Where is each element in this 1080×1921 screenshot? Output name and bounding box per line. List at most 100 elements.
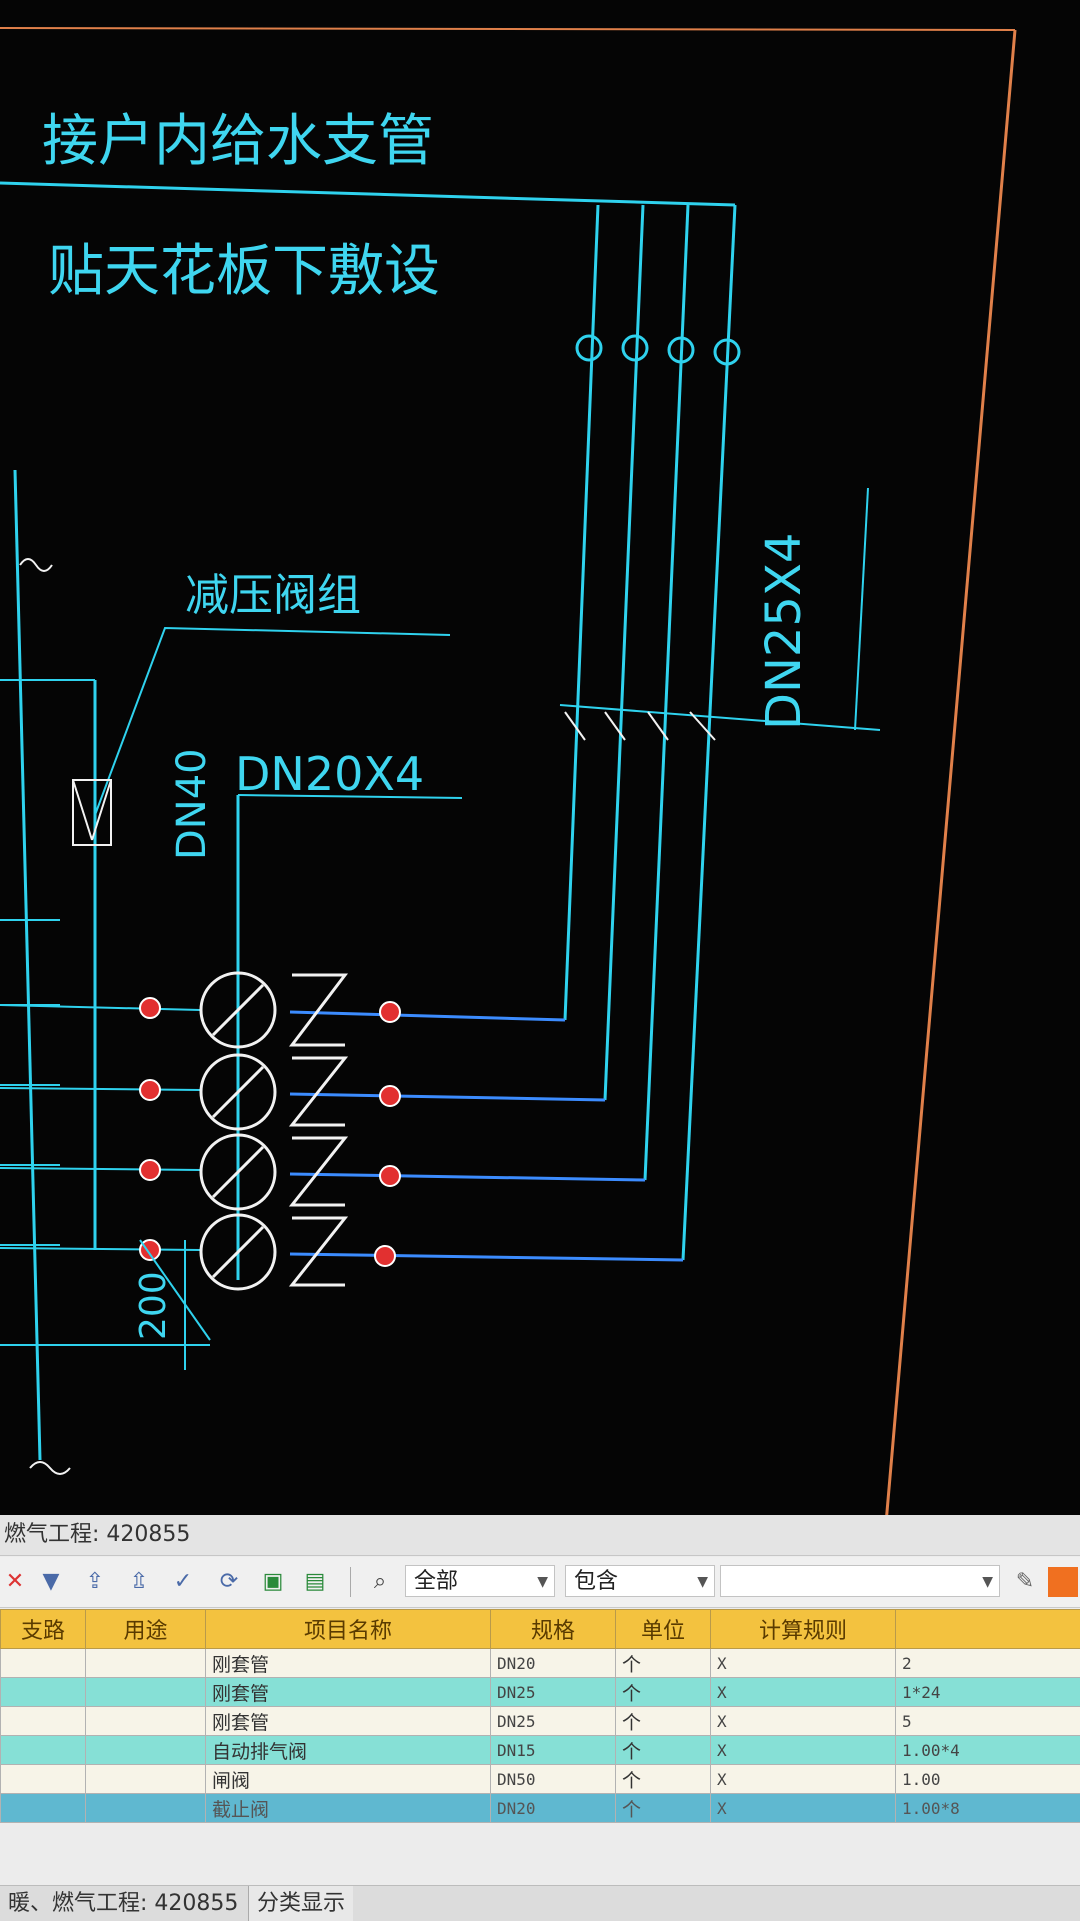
cell-branch[interactable] — [1, 1649, 86, 1678]
drawing-frame-top — [0, 28, 1015, 30]
cell-branch[interactable] — [1, 1736, 86, 1765]
toolbar: ✕ ▼ ⇪ ⇫ ✓ ⟳ ▣ ▤ ⌕ 全部 ▼ 包含 ▼ ▼ ✎ — [0, 1557, 1080, 1608]
col-header[interactable]: 规格 — [491, 1610, 616, 1649]
title-leader-line — [0, 183, 735, 205]
binoculars-icon[interactable]: ⌕ — [365, 1567, 395, 1597]
riser-circle-2 — [623, 336, 647, 360]
cell-name[interactable]: 闸阀 — [206, 1765, 491, 1794]
cell-name[interactable]: 刚套管 — [206, 1707, 491, 1736]
col-header[interactable]: 项目名称 — [206, 1610, 491, 1649]
orange-square-icon[interactable] — [1048, 1567, 1078, 1597]
break-mark — [30, 1462, 70, 1474]
cell-branch[interactable] — [1, 1765, 86, 1794]
export-icon[interactable]: ⇫ — [124, 1567, 154, 1597]
save-icon[interactable]: ▣ — [258, 1567, 288, 1597]
label-200: 200 — [133, 1271, 174, 1340]
drawing-frame-border — [885, 30, 1015, 1535]
cell-spec[interactable]: DN15 — [491, 1736, 616, 1765]
cell-unit[interactable]: 个 — [616, 1649, 711, 1678]
cell-use[interactable] — [86, 1678, 206, 1707]
table-row[interactable]: 自动排气阀 DN15 个 X 1.00*4 — [1, 1736, 1080, 1765]
table-row[interactable]: 刚套管 DN20 个 X 2 — [1, 1649, 1080, 1678]
label-dn25x4: DN25X4 — [756, 533, 812, 730]
cell-use[interactable] — [86, 1794, 206, 1823]
quantity-table: 支路 用途 项目名称 规格 单位 计算规则 刚套管 DN20 个 X — [0, 1609, 1080, 1871]
cell-branch[interactable] — [1, 1794, 86, 1823]
col-header[interactable]: 支路 — [1, 1610, 86, 1649]
pencil-icon[interactable]: ✎ — [1010, 1567, 1040, 1597]
cell-name[interactable]: 刚套管 — [206, 1678, 491, 1707]
cell-spec[interactable]: DN25 — [491, 1678, 616, 1707]
col-header[interactable]: 单位 — [616, 1610, 711, 1649]
label-dn40: DN40 — [169, 748, 215, 860]
status-bar: 暖、燃气工程: 420855 分类显示 — [0, 1885, 1080, 1921]
delete-icon[interactable]: ✕ — [0, 1567, 30, 1597]
cell-unit[interactable]: 个 — [616, 1707, 711, 1736]
cell-spec[interactable]: DN20 — [491, 1794, 616, 1823]
search-input[interactable]: ▼ — [720, 1565, 1000, 1597]
cell-qty[interactable]: 1.00 — [896, 1765, 1080, 1794]
cell-rule[interactable]: X — [711, 1707, 896, 1736]
cell-branch[interactable] — [1, 1707, 86, 1736]
col-header[interactable]: 计算规则 — [711, 1610, 896, 1649]
table-row-selected[interactable]: 截止阀 DN20 个 X 1.00*8 — [1, 1794, 1080, 1823]
project-bar: 燃气工程: 420855 — [0, 1515, 1080, 1556]
col-header[interactable] — [896, 1610, 1080, 1649]
quantity-panel: 燃气工程: 420855 ✕ ▼ ⇪ ⇫ ✓ ⟳ ▣ ▤ ⌕ 全部 ▼ 包含 ▼… — [0, 1515, 1080, 1920]
cell-qty[interactable]: 1.00*8 — [896, 1794, 1080, 1823]
cell-spec[interactable]: DN20 — [491, 1649, 616, 1678]
cell-qty[interactable]: 1*24 — [896, 1678, 1080, 1707]
filter-icon[interactable]: ▼ — [36, 1567, 66, 1597]
cell-use[interactable] — [86, 1707, 206, 1736]
cell-name[interactable]: 截止阀 — [206, 1794, 491, 1823]
table-row[interactable]: 闸阀 DN50 个 X 1.00 — [1, 1765, 1080, 1794]
label-valve-group: 减压阀组 — [185, 570, 361, 621]
cell-spec[interactable]: DN25 — [491, 1707, 616, 1736]
cell-use[interactable] — [86, 1765, 206, 1794]
cell-name[interactable]: 自动排气阀 — [206, 1736, 491, 1765]
chevron-down-icon: ▼ — [982, 1566, 993, 1598]
cell-unit[interactable]: 个 — [616, 1794, 711, 1823]
title-line1: 接户内给水支管 — [42, 109, 434, 174]
cell-qty[interactable]: 2 — [896, 1649, 1080, 1678]
label-dn20x4: DN20X4 — [235, 747, 424, 801]
import-icon[interactable]: ⇪ — [80, 1567, 110, 1597]
table-row[interactable]: 刚套管 DN25 个 X 1*24 — [1, 1678, 1080, 1707]
match-select-value: 包含 — [574, 1569, 618, 1594]
project-label: 燃气工程: 420855 — [4, 1522, 190, 1547]
cell-name[interactable]: 刚套管 — [206, 1649, 491, 1678]
cell-use[interactable] — [86, 1649, 206, 1678]
filter-select-value: 全部 — [414, 1569, 458, 1594]
cell-qty[interactable]: 5 — [896, 1707, 1080, 1736]
refresh-icon[interactable]: ⟳ — [214, 1567, 244, 1597]
match-select[interactable]: 包含 ▼ — [565, 1565, 715, 1597]
title-line2: 贴天花板下敷设 — [48, 239, 440, 304]
cell-rule[interactable]: X — [711, 1736, 896, 1765]
status-tab-category[interactable]: 分类显示 — [248, 1886, 353, 1921]
check-icon[interactable]: ✓ — [168, 1567, 198, 1597]
chevron-down-icon: ▼ — [697, 1566, 708, 1598]
status-tab-project[interactable]: 暖、燃气工程: 420855 — [0, 1886, 246, 1921]
cell-unit[interactable]: 个 — [616, 1765, 711, 1794]
copy-icon[interactable]: ▤ — [300, 1567, 330, 1597]
meter-rows — [0, 973, 683, 1289]
cad-drawing: 接户内给水支管 贴天花板下敷设 DN25X4 减压阀组 — [0, 0, 1080, 1540]
cell-rule[interactable]: X — [711, 1765, 896, 1794]
cell-use[interactable] — [86, 1736, 206, 1765]
cell-branch[interactable] — [1, 1678, 86, 1707]
filter-select[interactable]: 全部 ▼ — [405, 1565, 555, 1597]
far-left-riser — [15, 470, 40, 1460]
cell-rule[interactable]: X — [711, 1649, 896, 1678]
cell-rule[interactable]: X — [711, 1678, 896, 1707]
chevron-down-icon: ▼ — [537, 1566, 548, 1598]
cell-qty[interactable]: 1.00*4 — [896, 1736, 1080, 1765]
cad-canvas[interactable]: 接户内给水支管 贴天花板下敷设 DN25X4 减压阀组 — [0, 0, 1080, 1540]
cell-spec[interactable]: DN50 — [491, 1765, 616, 1794]
table-header: 支路 用途 项目名称 规格 单位 计算规则 — [1, 1610, 1080, 1649]
cell-unit[interactable]: 个 — [616, 1678, 711, 1707]
cell-rule[interactable]: X — [711, 1794, 896, 1823]
table-row[interactable]: 刚套管 DN25 个 X 5 — [1, 1707, 1080, 1736]
riser-group — [565, 205, 739, 1260]
col-header[interactable]: 用途 — [86, 1610, 206, 1649]
cell-unit[interactable]: 个 — [616, 1736, 711, 1765]
